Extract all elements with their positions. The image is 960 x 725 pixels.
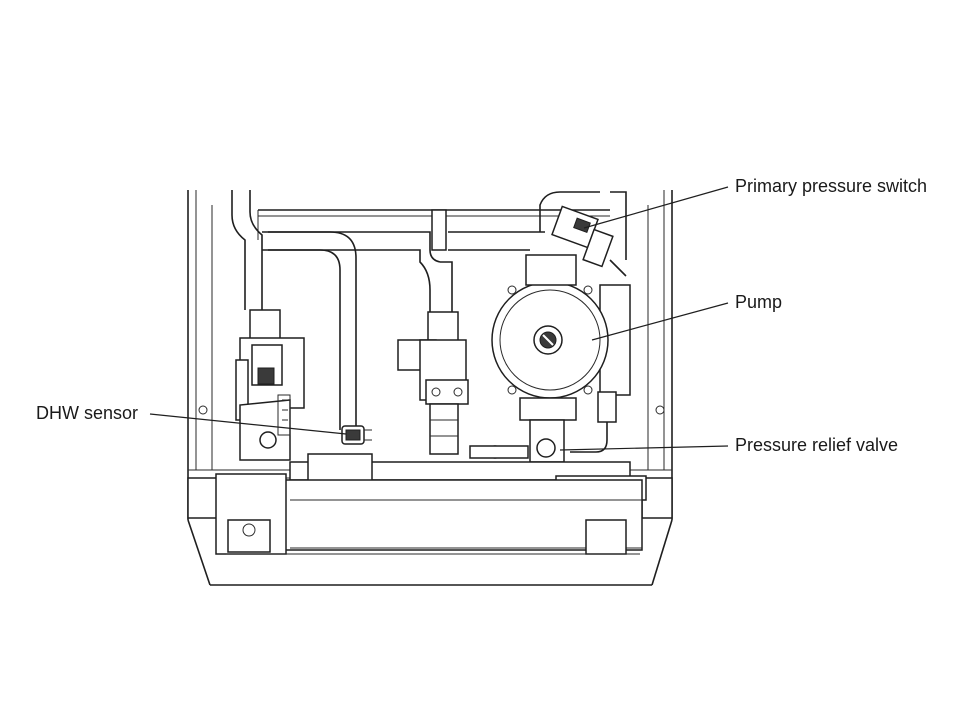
label-pump: Pump bbox=[735, 292, 783, 312]
label-dhw-sensor: DHW sensor bbox=[36, 403, 139, 423]
dhw-sensor bbox=[341, 425, 372, 445]
pump bbox=[491, 254, 631, 463]
label-primary-pressure-switch: Primary pressure switch bbox=[735, 176, 928, 196]
leader-pressure-relief-valve bbox=[559, 445, 729, 451]
leader-dhw-sensor bbox=[149, 413, 347, 435]
leader-pump bbox=[591, 302, 729, 341]
leader-primary-pressure-switch bbox=[583, 186, 729, 229]
top-pipe bbox=[262, 209, 545, 320]
bottom-manifold bbox=[215, 445, 647, 555]
primary-pressure-switch bbox=[539, 191, 627, 277]
left-valve-block bbox=[235, 309, 305, 461]
label-pressure-relief-valve: Pressure relief valve bbox=[735, 435, 899, 455]
diverter-valve bbox=[397, 311, 469, 455]
